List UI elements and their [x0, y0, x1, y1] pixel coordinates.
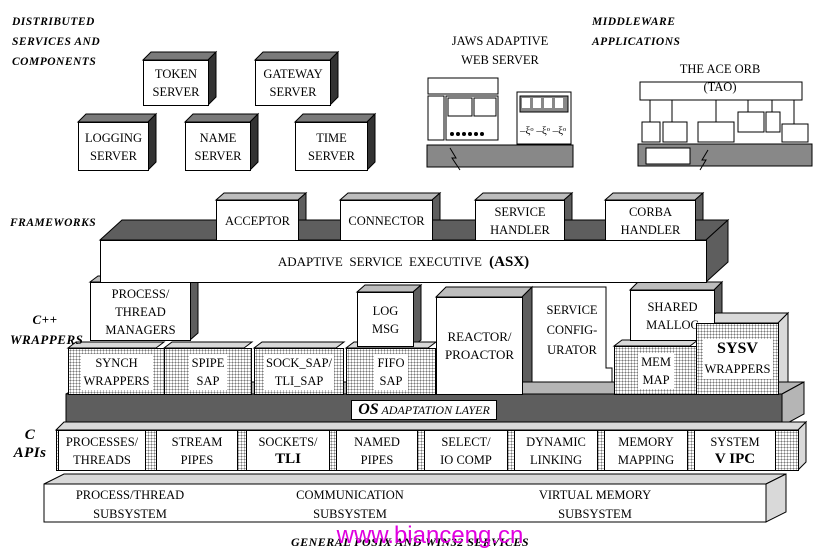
tao-title: THE ACE ORB (TAO)	[679, 62, 761, 94]
name-server-box: NAME SERVER	[185, 122, 251, 171]
os-text: OS	[358, 401, 379, 418]
asx-abbr: (ASX)	[489, 253, 530, 270]
mem-map-box: MEM MAP	[614, 346, 698, 395]
token-server-box: TOKEN SERVER	[143, 60, 209, 106]
cpp-wrappers-label: C++ WRAPPERS	[10, 312, 84, 347]
communication-subsystem: COMMUNICATION SUBSYSTEM	[296, 488, 404, 521]
spipe-sap-box: SPIPE SAP	[164, 348, 252, 395]
general-services-label: GENERAL POSIX AND WIN32 SERVICES	[290, 535, 530, 549]
sockets-tli-box: SOCKETS/TLI	[246, 430, 330, 471]
named-pipes-box: NAMED PIPES	[336, 430, 418, 471]
corba-handler-box: CORBA HANDLER	[605, 200, 696, 241]
asx-layer: ADAPTIVE SERVICE EXECUTIVE (ASX)	[100, 240, 707, 283]
synch-wrappers-box: SYNCH WRAPPERS	[68, 348, 165, 395]
logging-server-box: LOGGING SERVER	[78, 122, 149, 171]
sysv-wrappers-box: SYSV WRAPPERS	[696, 323, 779, 395]
connector-box: CONNECTOR	[340, 200, 433, 241]
processes-threads-box: PROCESSES/ THREADS	[58, 430, 146, 471]
c-apis-label: C APIs	[13, 427, 47, 461]
distributed-services-label: DISTRIBUTED SERVICES AND COMPONENTS	[12, 16, 101, 68]
gateway-server-box: GATEWAY SERVER	[255, 60, 331, 106]
asx-layer-text: ADAPTIVE SERVICE EXECUTIVE	[277, 253, 486, 269]
svg-text:–ξᵒ –ξᵒ –ξᵒ: –ξᵒ –ξᵒ –ξᵒ	[519, 125, 566, 137]
reactor-proactor-box: REACTOR/ PROACTOR	[436, 297, 523, 395]
sysv-big: SYSV	[717, 340, 758, 357]
memory-mapping-box: MEMORY MAPPING	[604, 430, 688, 471]
os-adaptation-layer: OS ADAPTATION LAYER	[66, 394, 782, 426]
fifo-sap-box: FIFO SAP	[346, 348, 436, 395]
time-server-box: TIME SERVER	[295, 122, 368, 171]
watermark: www.bianceng.cn	[336, 522, 524, 549]
jaws-title: JAWS ADAPTIVE WEB SERVER	[451, 34, 549, 67]
stream-pipes-box: STREAM PIPES	[156, 430, 238, 471]
log-msg-box: LOG MSG	[357, 292, 414, 347]
service-handler-box: SERVICE HANDLER	[475, 200, 565, 241]
acceptor-box: ACCEPTOR	[216, 200, 299, 241]
vipc-text: V IPC	[714, 450, 756, 467]
middleware-applications-label: MIDDLEWARE APPLICATIONS	[592, 16, 681, 48]
os-rest-text: ADAPTATION LAYER	[378, 403, 490, 417]
tli-text: TLI	[275, 450, 301, 467]
service-configurator-label: SERVICE CONFIG- URATOR	[546, 303, 598, 357]
frameworks-label: FRAMEWORKS	[10, 217, 97, 229]
dynamic-linking-box: DYNAMIC LINKING	[514, 430, 598, 471]
select-io-comp-box: SELECT/ IO COMP	[424, 430, 508, 471]
process-thread-managers-box: PROCESS/ THREAD MANAGERS	[90, 282, 191, 341]
sock-sap-box: SOCK_SAP/ TLI_SAP	[254, 348, 344, 395]
virtual-memory-subsystem: VIRTUAL MEMORY SUBSYSTEM	[538, 488, 652, 521]
sysv-small: WRAPPERS	[704, 362, 771, 376]
process-thread-subsystem: PROCESS/THREAD SUBSYSTEM	[75, 488, 185, 521]
